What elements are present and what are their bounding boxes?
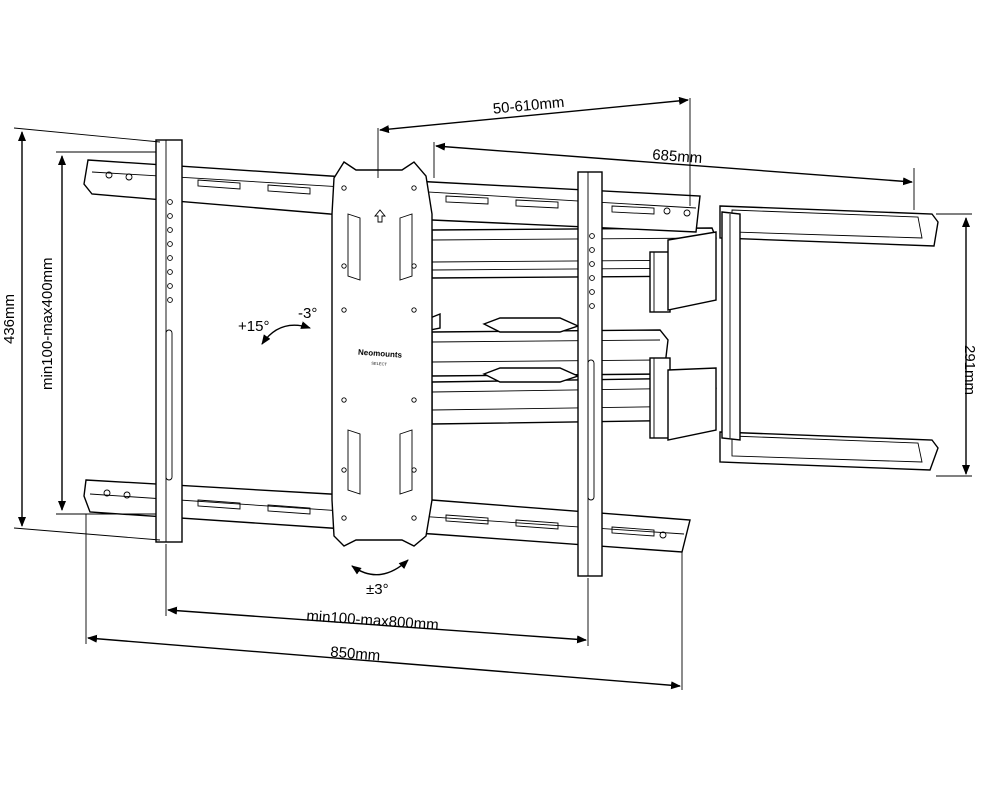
arm-width-label: 685mm	[652, 146, 703, 167]
vesa-vertical-label: min100-max400mm	[39, 257, 56, 390]
left-vesa-strap	[155, 139, 183, 543]
dim-wall-plate-height: 291mm	[936, 213, 978, 477]
total-width-label: 850mm	[330, 644, 381, 665]
brand-logo: Neomounts SELECT	[358, 348, 403, 367]
swing-arms	[429, 227, 717, 441]
rotation-indicator: ±3°	[351, 559, 409, 598]
center-bracket	[331, 161, 433, 547]
wall-plate-height-label: 291mm	[961, 345, 978, 395]
dim-vesa-vertical: min100-max400mm	[39, 151, 156, 515]
dim-total-width: 850mm	[85, 514, 683, 690]
tilt-up-label: +15°	[238, 318, 269, 335]
dim-total-height: 436mm	[1, 127, 161, 541]
wall-plate	[719, 205, 939, 471]
tilt-indicator: +15° -3°	[238, 305, 317, 345]
brand-sub: SELECT	[371, 361, 387, 367]
brand-name: Neomounts	[358, 348, 403, 360]
rotation-label: ±3°	[366, 581, 389, 598]
arm-extension-label: 50-610mm	[492, 94, 565, 118]
vesa-horizontal-label: min100-max800mm	[306, 608, 439, 634]
dim-arm-width: 685mm	[433, 142, 915, 210]
tilt-down-label: -3°	[298, 305, 317, 322]
total-height-label: 436mm	[1, 294, 18, 344]
right-vesa-strap	[577, 171, 603, 577]
